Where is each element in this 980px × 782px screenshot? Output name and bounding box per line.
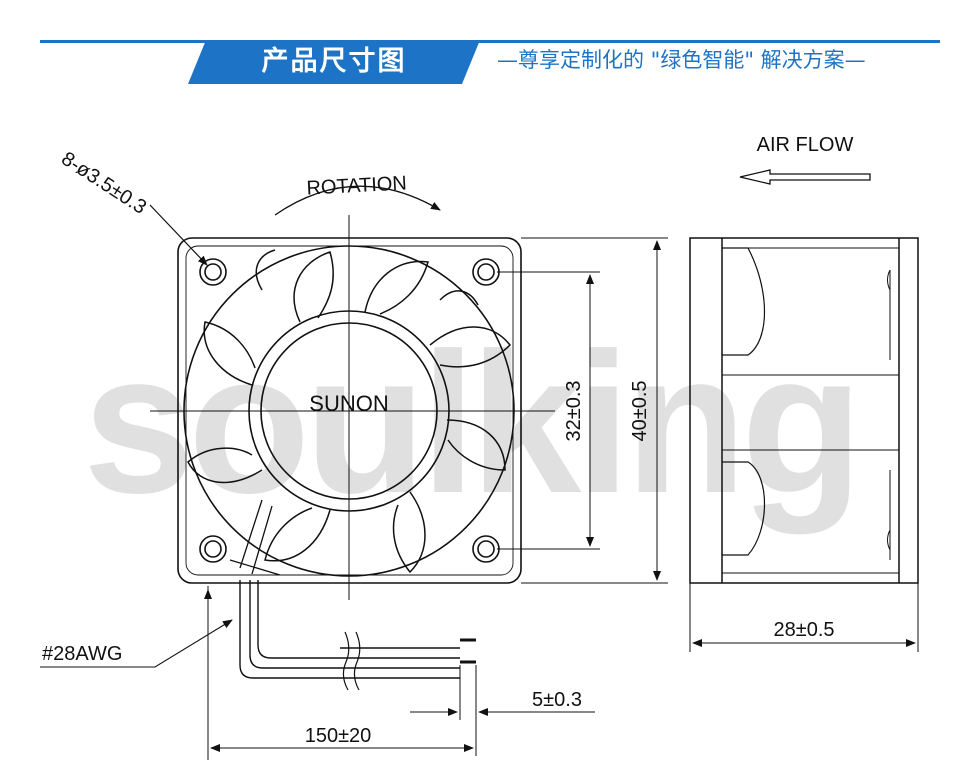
side-view [689, 237, 919, 584]
dim-hole-spacing-label: 32±0.3 [563, 380, 585, 441]
wire-spec-callout: #28AWG [40, 619, 233, 668]
title-tab [188, 40, 480, 84]
page-title: 产品尺寸图 [261, 46, 407, 77]
airflow-label: AIR FLOW [757, 134, 854, 156]
dim-lead [204, 586, 474, 760]
rotation-indicator: ROTATION [274, 172, 441, 216]
header-banner: 产品尺寸图 —尊享定制化的 "绿色智能" 解决方案— [0, 0, 980, 95]
header-rule [40, 40, 940, 43]
lead-wires [239, 580, 476, 691]
hole-spec-label: 8-ø3.5±0.3 [57, 148, 150, 219]
page-subtitle: —尊享定制化的 "绿色智能" 解决方案— [497, 48, 866, 72]
hole-spec-callout: 8-ø3.5±0.3 [57, 148, 208, 266]
wire-spec-label: #28AWG [42, 643, 122, 665]
dim-frame-size-label: 40±0.5 [629, 380, 651, 441]
center-lines [150, 215, 555, 600]
dim-frame-size [521, 237, 668, 584]
dim-depth-label: 28±0.5 [773, 619, 834, 641]
dim-strip [410, 665, 595, 756]
brand-label: SUNON [309, 391, 388, 416]
rotation-label: ROTATION [306, 172, 407, 199]
dim-hole-spacing [497, 271, 600, 550]
dim-strip-label: 5±0.3 [532, 689, 582, 711]
dim-depth [689, 583, 919, 652]
dim-lead-label: 150±20 [305, 725, 372, 747]
fan-blades [187, 249, 512, 574]
airflow-indicator: AIR FLOW [739, 134, 871, 185]
